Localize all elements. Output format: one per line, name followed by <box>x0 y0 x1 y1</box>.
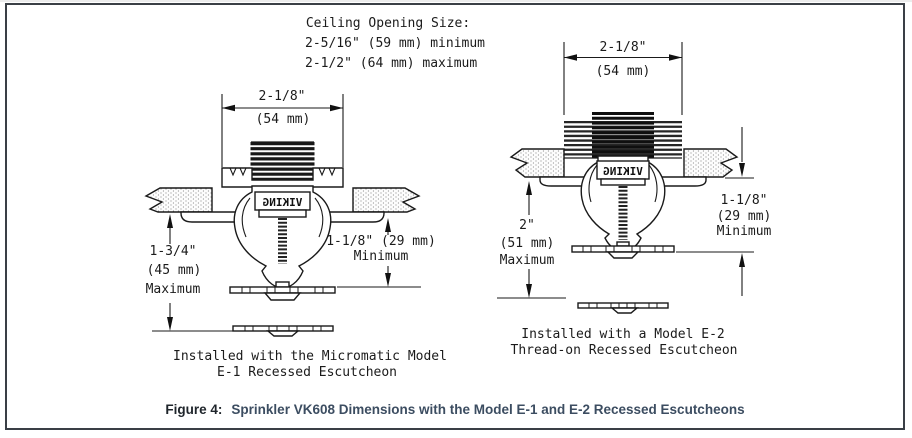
left-caption-line2: E-1 Recessed Escutcheon <box>216 365 398 380</box>
right-recess-dim-mm: (29 mm) <box>716 209 772 224</box>
dropped-deflector <box>232 325 334 337</box>
viking-brand-right: VIKING <box>603 165 643 178</box>
right-recess-dimension <box>676 127 754 296</box>
ceiling-note-min: 2-5/16" (59 mm) minimum <box>305 36 486 51</box>
left-recess-dim-qualifier: Minimum <box>353 249 409 264</box>
left-recess-dim-value: 1-1/8" (29 mm) <box>326 234 436 249</box>
escutcheon-cup <box>221 167 344 188</box>
page-top-divider <box>0 0 912 2</box>
figure-border <box>5 3 905 430</box>
dropped-deflector <box>577 302 669 314</box>
right-caption-line1: Installed with a Model E-2 <box>521 327 725 342</box>
deflector <box>571 241 675 259</box>
left-width-dim-mm: (54 mm) <box>255 112 311 127</box>
right-sprinkler-drawing: VIKING <box>497 42 754 314</box>
right-caption-line2: Thread-on Recessed Escutcheon <box>510 343 738 358</box>
viking-brand-left: VIKING <box>262 196 302 209</box>
figure-caption: Figure 4: Sprinkler VK608 Dimensions with… <box>5 402 905 417</box>
ceiling-tile-right <box>683 148 739 178</box>
ceiling-tile-left <box>509 148 565 178</box>
left-drop-dim-inches: 1-3/4" <box>149 244 197 259</box>
left-drop-dim-qualifier: Maximum <box>145 282 201 297</box>
ceiling-note-max: 2-1/2" (64 mm) maximum <box>305 56 478 71</box>
right-drop-dim-qualifier: Maximum <box>499 253 555 268</box>
right-recess-dim-inches: 1-1/8" <box>720 193 768 208</box>
left-drop-dimension <box>152 214 257 332</box>
left-caption-line1: Installed with the Micromatic Model <box>173 349 447 364</box>
deflector <box>229 281 336 301</box>
figure-caption-text: Sprinkler VK608 Dimensions with the Mode… <box>231 402 745 417</box>
right-recess-dim-qualifier: Minimum <box>716 224 772 239</box>
right-drop-dim-mm: (51 mm) <box>499 236 555 251</box>
figure-caption-number: Figure 4: <box>165 402 223 417</box>
left-recess-dimension <box>337 218 421 288</box>
left-width-dim-inches: 2-1/8" <box>258 89 306 104</box>
left-sprinkler-drawing: VIKING <box>144 94 421 337</box>
left-width-dimension <box>221 94 344 167</box>
ceiling-tile-right <box>352 187 421 213</box>
right-drop-dimension <box>497 181 566 299</box>
ceiling-tile-left <box>144 187 213 213</box>
left-drop-dim-mm: (45 mm) <box>146 263 202 278</box>
right-width-dimension <box>563 42 683 115</box>
right-width-dim-inches: 2-1/8" <box>599 40 647 55</box>
right-drop-dim-inches: 2" <box>519 218 535 233</box>
right-width-dim-mm: (54 mm) <box>595 64 651 79</box>
ceiling-note-title: Ceiling Opening Size: <box>305 16 471 31</box>
